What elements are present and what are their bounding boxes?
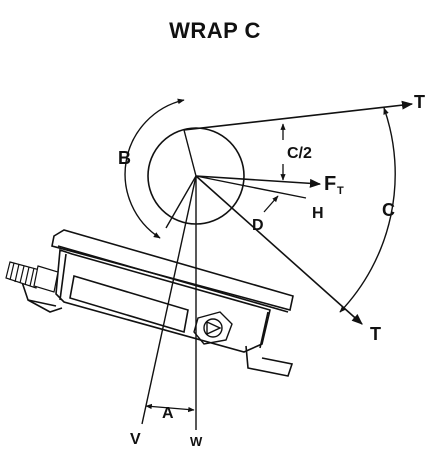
label-wrap-angle: C xyxy=(382,200,395,220)
angle-arc-c xyxy=(339,107,396,313)
label-mount-angle: A xyxy=(162,405,174,422)
label-resultant-force-subscript: T xyxy=(337,185,344,197)
radial-to-v xyxy=(141,175,197,425)
tension-line-lower xyxy=(195,175,363,325)
label-tension-lower: T xyxy=(370,324,381,344)
horizontal-ref-line xyxy=(195,175,307,199)
label-roller-angle: B xyxy=(118,148,131,168)
connector-thread xyxy=(5,261,59,293)
dim-d-leader xyxy=(263,195,279,213)
radial-to-top xyxy=(183,129,197,177)
cable-gland-icon xyxy=(193,311,233,345)
label-half-wrap-angle: C/2 xyxy=(287,145,312,162)
dim-a-line xyxy=(145,403,195,413)
resultant-force-line xyxy=(195,175,322,188)
label-horizontal-ref: H xyxy=(312,205,324,222)
angle-arc-b xyxy=(124,98,185,239)
label-vertical-ref: V xyxy=(130,431,141,448)
label-resultant-force: F xyxy=(324,173,336,195)
label-weight-ref: W xyxy=(190,434,203,449)
tension-line-upper xyxy=(183,100,414,131)
radial-to-b xyxy=(165,175,197,229)
label-force-angle: D xyxy=(252,217,264,234)
label-tension-upper: T xyxy=(414,92,425,112)
diagram-title: WRAP C xyxy=(169,18,261,43)
